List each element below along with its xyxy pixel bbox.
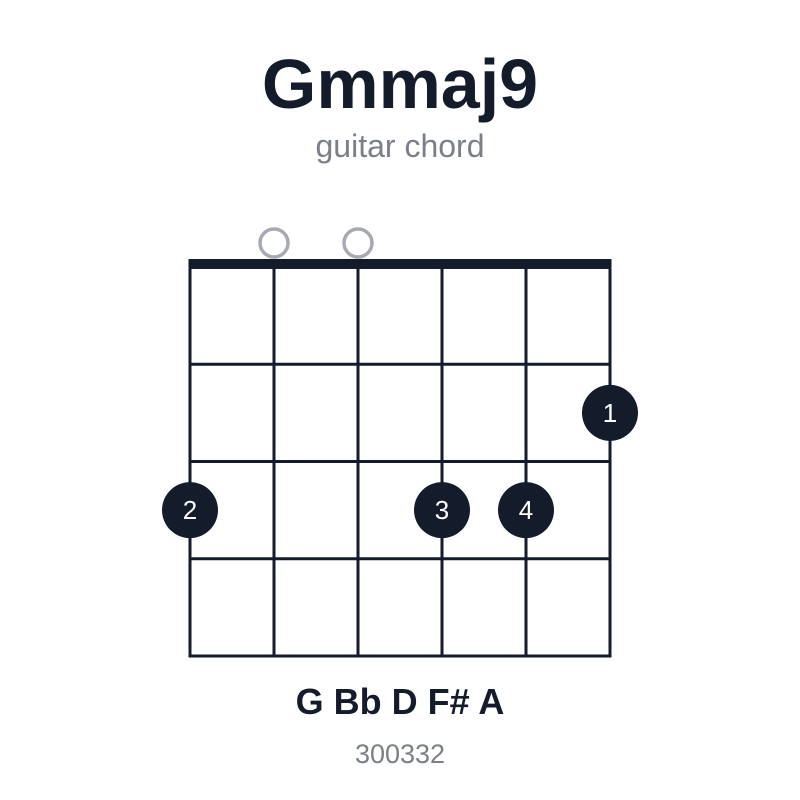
finger-number: 3: [435, 495, 449, 525]
finger-number: 1: [603, 398, 617, 428]
finger-dot: [498, 482, 554, 539]
finger-dot: [414, 482, 470, 539]
open-string-marker: [342, 227, 374, 259]
finger-number: 4: [519, 495, 533, 525]
open-string-marker: [258, 227, 290, 259]
finger-number: 2: [183, 495, 197, 525]
chord-notes: G Bb D F# A: [295, 681, 505, 722]
nut: [188, 259, 612, 269]
chord-title: Gmmaj9: [261, 45, 539, 123]
finger-dot: [582, 384, 638, 441]
finger-dot: [162, 482, 218, 539]
chord-subtitle: guitar chord: [315, 128, 485, 164]
chord-fingering-code: 300332: [354, 739, 446, 769]
